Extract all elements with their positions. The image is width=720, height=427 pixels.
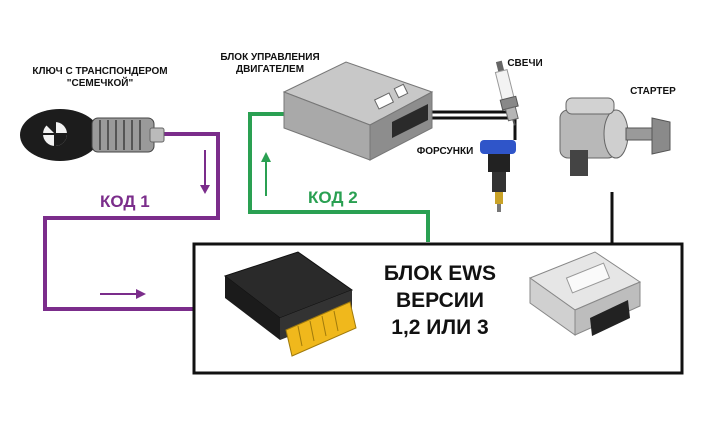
ews-title-line2: ВЕРСИИ	[395, 289, 484, 312]
code1-label: КОД 1	[100, 192, 150, 211]
fuel-injector-icon	[480, 140, 516, 212]
transponder-key-icon	[20, 109, 165, 161]
ews-module-black-icon	[223, 251, 357, 357]
code2-label: КОД 2	[308, 188, 358, 207]
code1-arrowhead-right	[136, 289, 146, 299]
code2-line	[248, 112, 430, 242]
code1-line	[43, 132, 220, 311]
ecu-label-line1: БЛОК УПРАВЛЕНИЯ	[220, 52, 320, 63]
injectors-label: ФОРСУНКИ	[416, 146, 474, 157]
starter-label: СТАРТЕР	[630, 86, 676, 97]
ews-title-line3: 1,2 ИЛИ 3	[391, 316, 489, 339]
key-label-line1: КЛЮЧ С ТРАНСПОНДЕРОМ	[32, 66, 168, 77]
key-label-line2: "СЕМЕЧКОЙ"	[66, 78, 134, 89]
ews-title-line1: БЛОК EWS	[383, 262, 497, 285]
ecu-label-line2: ДВИГАТЕЛЕМ	[235, 64, 305, 75]
key-label: КЛЮЧ С ТРАНСПОНДЕРОМ "СЕМЕЧКОЙ"	[20, 66, 180, 90]
code1-arrowhead-down	[200, 185, 210, 194]
spark-plugs-label: СВЕЧИ	[507, 58, 543, 69]
ews-title: БЛОК EWS ВЕРСИИ 1,2 ИЛИ 3	[360, 260, 520, 341]
starter-motor-icon	[559, 97, 671, 176]
engine-ecu-icon	[282, 61, 434, 161]
ews-module-white-icon	[528, 251, 642, 336]
spark-plug-icon	[494, 60, 519, 126]
code2-arrowhead-up	[261, 152, 271, 162]
ecu-label: БЛОК УПРАВЛЕНИЯ ДВИГАТЕЛЕМ	[200, 52, 340, 76]
